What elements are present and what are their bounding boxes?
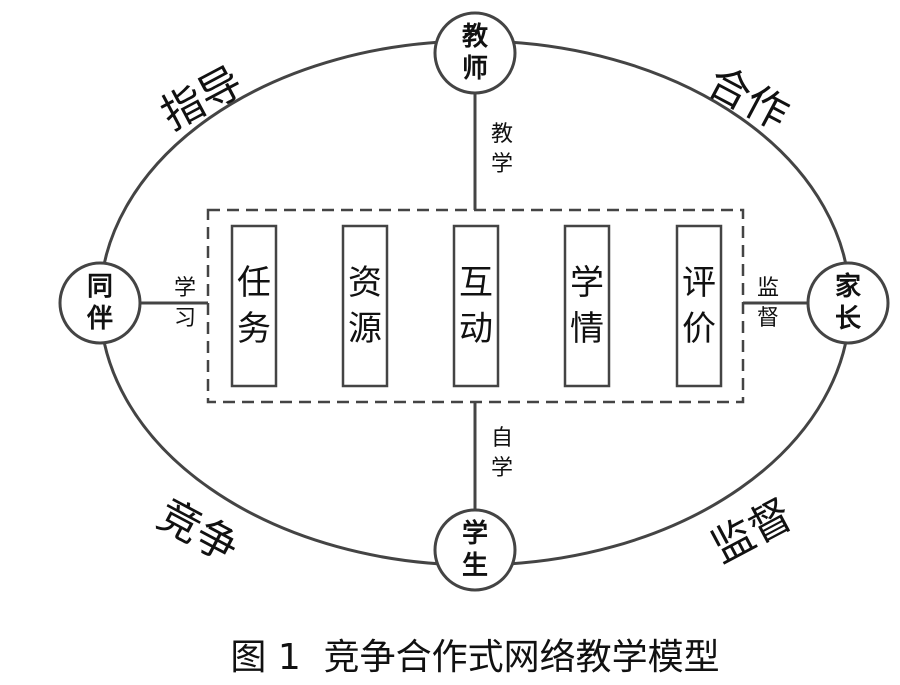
center-box-label-3: 互 动 bbox=[459, 263, 493, 349]
node-circle-bottom bbox=[433, 508, 517, 592]
connector-label-left: 学 习 bbox=[173, 276, 196, 331]
connector-label-bottom: 自 学 bbox=[490, 426, 513, 481]
center-box-1 bbox=[230, 224, 278, 388]
center-box-label-5: 评 价 bbox=[682, 263, 716, 349]
node-circle-right bbox=[806, 261, 890, 345]
connector-label-right: 监 督 bbox=[756, 276, 779, 331]
node-label-right: 家 长 bbox=[834, 272, 861, 334]
node-label-bottom: 学 生 bbox=[461, 519, 488, 581]
node-circle-left bbox=[58, 261, 142, 345]
center-box-label-4: 学 情 bbox=[570, 263, 604, 349]
center-box-label-1: 任 务 bbox=[237, 263, 271, 349]
figure-caption: 图 1 竞争合作式网络教学模型 bbox=[230, 637, 720, 678]
node-label-left: 同 伴 bbox=[86, 272, 113, 334]
center-box-4 bbox=[563, 224, 611, 388]
connector-label-top: 教 学 bbox=[490, 122, 513, 177]
center-box-label-2: 资 源 bbox=[348, 263, 382, 349]
center-box-5 bbox=[675, 224, 723, 388]
node-circle-top bbox=[433, 11, 517, 95]
center-box-2 bbox=[341, 224, 389, 388]
center-box-3 bbox=[452, 224, 500, 388]
node-label-top: 教 师 bbox=[461, 22, 488, 84]
